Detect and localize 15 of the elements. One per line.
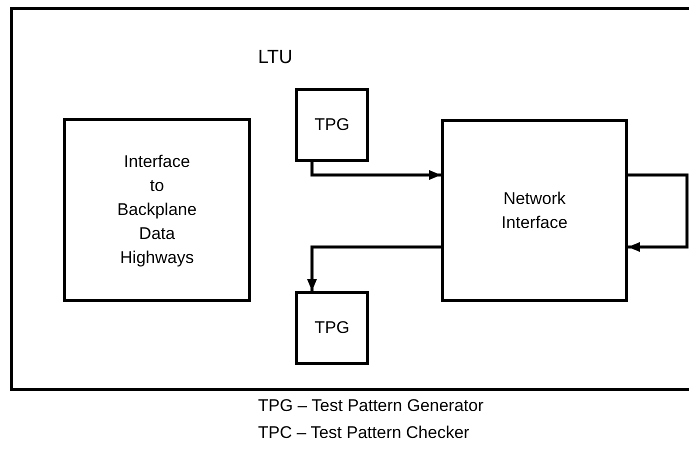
block-label: TPG: [314, 317, 350, 339]
arrow: [628, 174, 688, 252]
block-label: Interface to Backplane Data Highways: [117, 151, 197, 269]
block-box: [295, 88, 369, 162]
block-box: [441, 119, 628, 302]
arrow: [307, 246, 441, 291]
block-box: [63, 118, 251, 302]
arrow: [310, 162, 441, 180]
block-box: [295, 291, 369, 365]
block-label: Network Interface: [501, 188, 568, 234]
legend-note: TPC – Test Pattern Checker: [258, 423, 470, 443]
block-label: TPG: [314, 114, 350, 136]
legend-note: TPG – Test Pattern Generator: [258, 396, 484, 416]
frame-heading: LTU: [258, 46, 292, 70]
outer-frame: [10, 7, 689, 391]
